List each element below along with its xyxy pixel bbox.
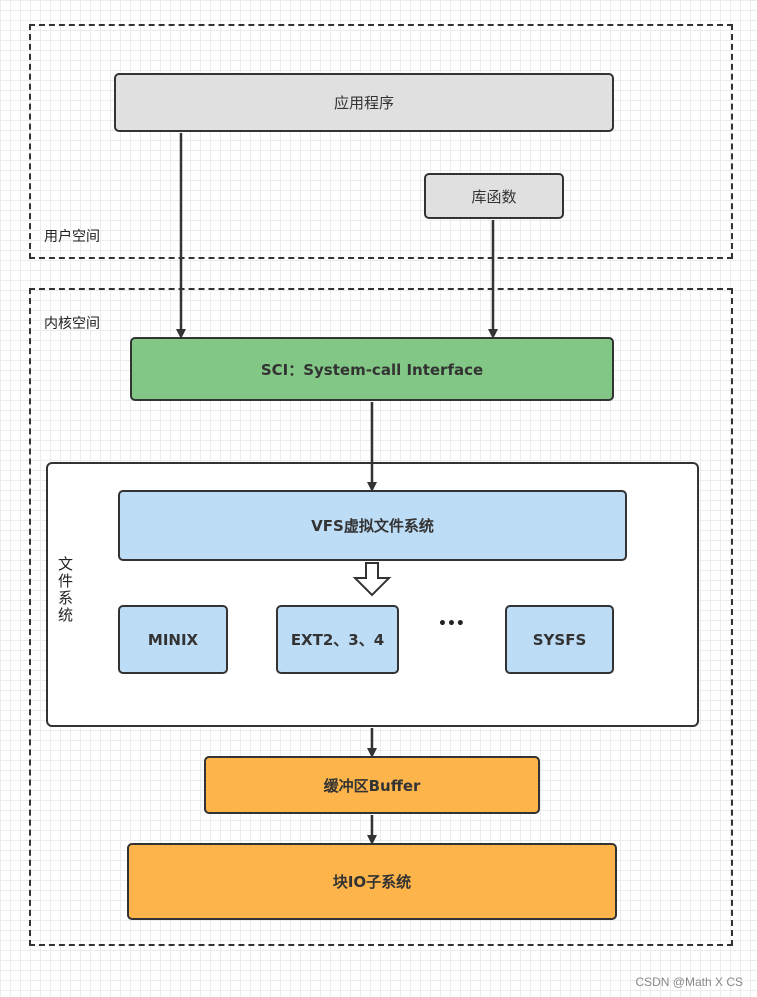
user-space-region (29, 24, 733, 259)
user-space-label: 用户空间 (44, 229, 100, 245)
fs-item-minix: MINIX (118, 605, 228, 674)
sci-box: SCI：System-call Interface (130, 337, 614, 401)
buffer-box: 缓冲区Buffer (204, 756, 540, 814)
hollow-arrow-vfs-to-fs (352, 562, 392, 597)
application-box: 应用程序 (114, 73, 614, 132)
library-functions-box: 库函数 (424, 173, 564, 219)
kernel-space-region (29, 288, 733, 946)
kernel-space-label: 内核空间 (44, 316, 100, 332)
file-system-label: 文件系统 (56, 556, 74, 624)
ellipsis: ••• (438, 616, 465, 632)
fs-item-ext: EXT2、3、4 (276, 605, 399, 674)
fs-item-sysfs: SYSFS (505, 605, 614, 674)
watermark: CSDN @Math X CS (635, 975, 743, 989)
